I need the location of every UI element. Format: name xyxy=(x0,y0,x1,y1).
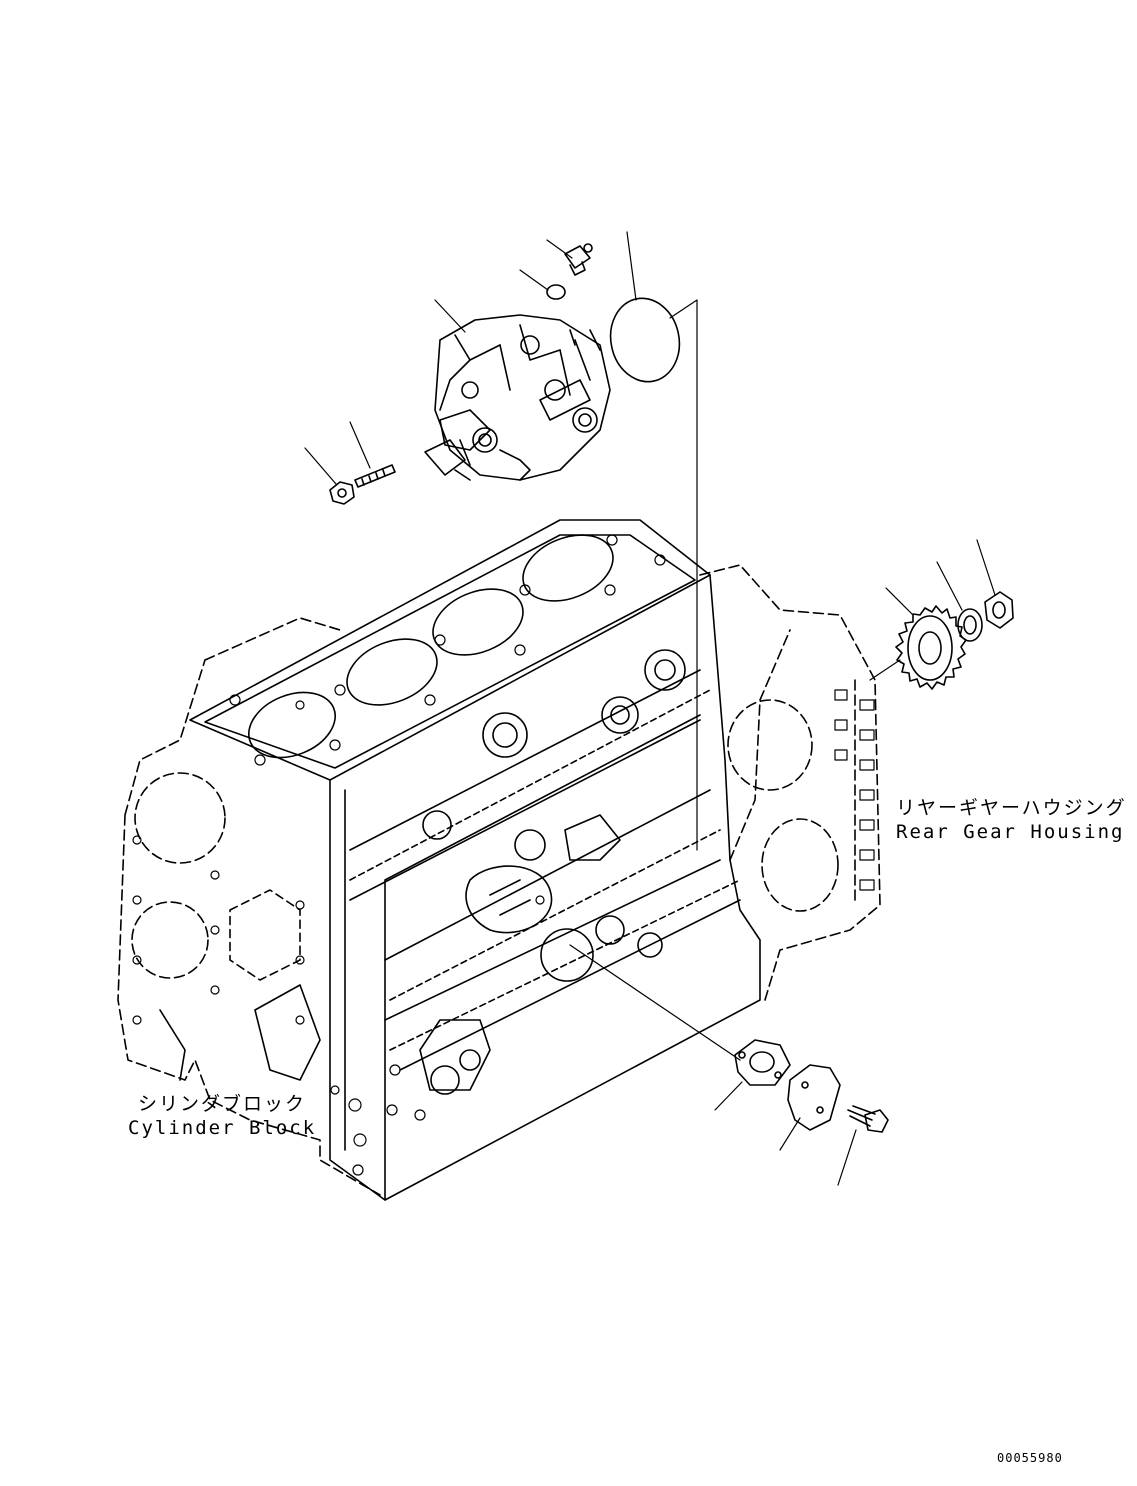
pump-stud xyxy=(355,465,395,487)
fuel-injection-pump xyxy=(425,315,610,480)
cover-plate xyxy=(788,1065,840,1130)
rear-gear-housing-label-jp: リヤーギヤーハウジング xyxy=(896,797,1127,819)
cover-gasket xyxy=(735,1040,790,1085)
rear-gear-housing-label-en: Rear Gear Housing xyxy=(896,821,1125,843)
rear-gear-housing xyxy=(700,565,880,1000)
cylinder-block-label-en: Cylinder Block xyxy=(128,1117,317,1139)
pump-drive-gear xyxy=(896,606,966,689)
rear-gear-housing-label: リヤーギヤーハウジング Rear Gear Housing xyxy=(896,796,1127,844)
gear-nut xyxy=(985,592,1013,628)
pump-nut xyxy=(330,482,354,504)
pump-fitting xyxy=(565,244,592,275)
cover-bolt xyxy=(848,1106,888,1132)
cylinder-block xyxy=(118,520,760,1200)
fitting-o-ring xyxy=(547,285,565,299)
rear-gear-housing-holes xyxy=(835,690,874,890)
cylinder-block-label-jp: シリンダブロック xyxy=(138,1093,307,1115)
leader-lines xyxy=(305,232,995,1185)
gear-washer xyxy=(958,609,982,641)
cylinder-block-label: シリンダブロック Cylinder Block xyxy=(128,1092,316,1140)
pump-o-ring xyxy=(603,292,687,388)
document-id: 00055980 xyxy=(997,1451,1063,1465)
